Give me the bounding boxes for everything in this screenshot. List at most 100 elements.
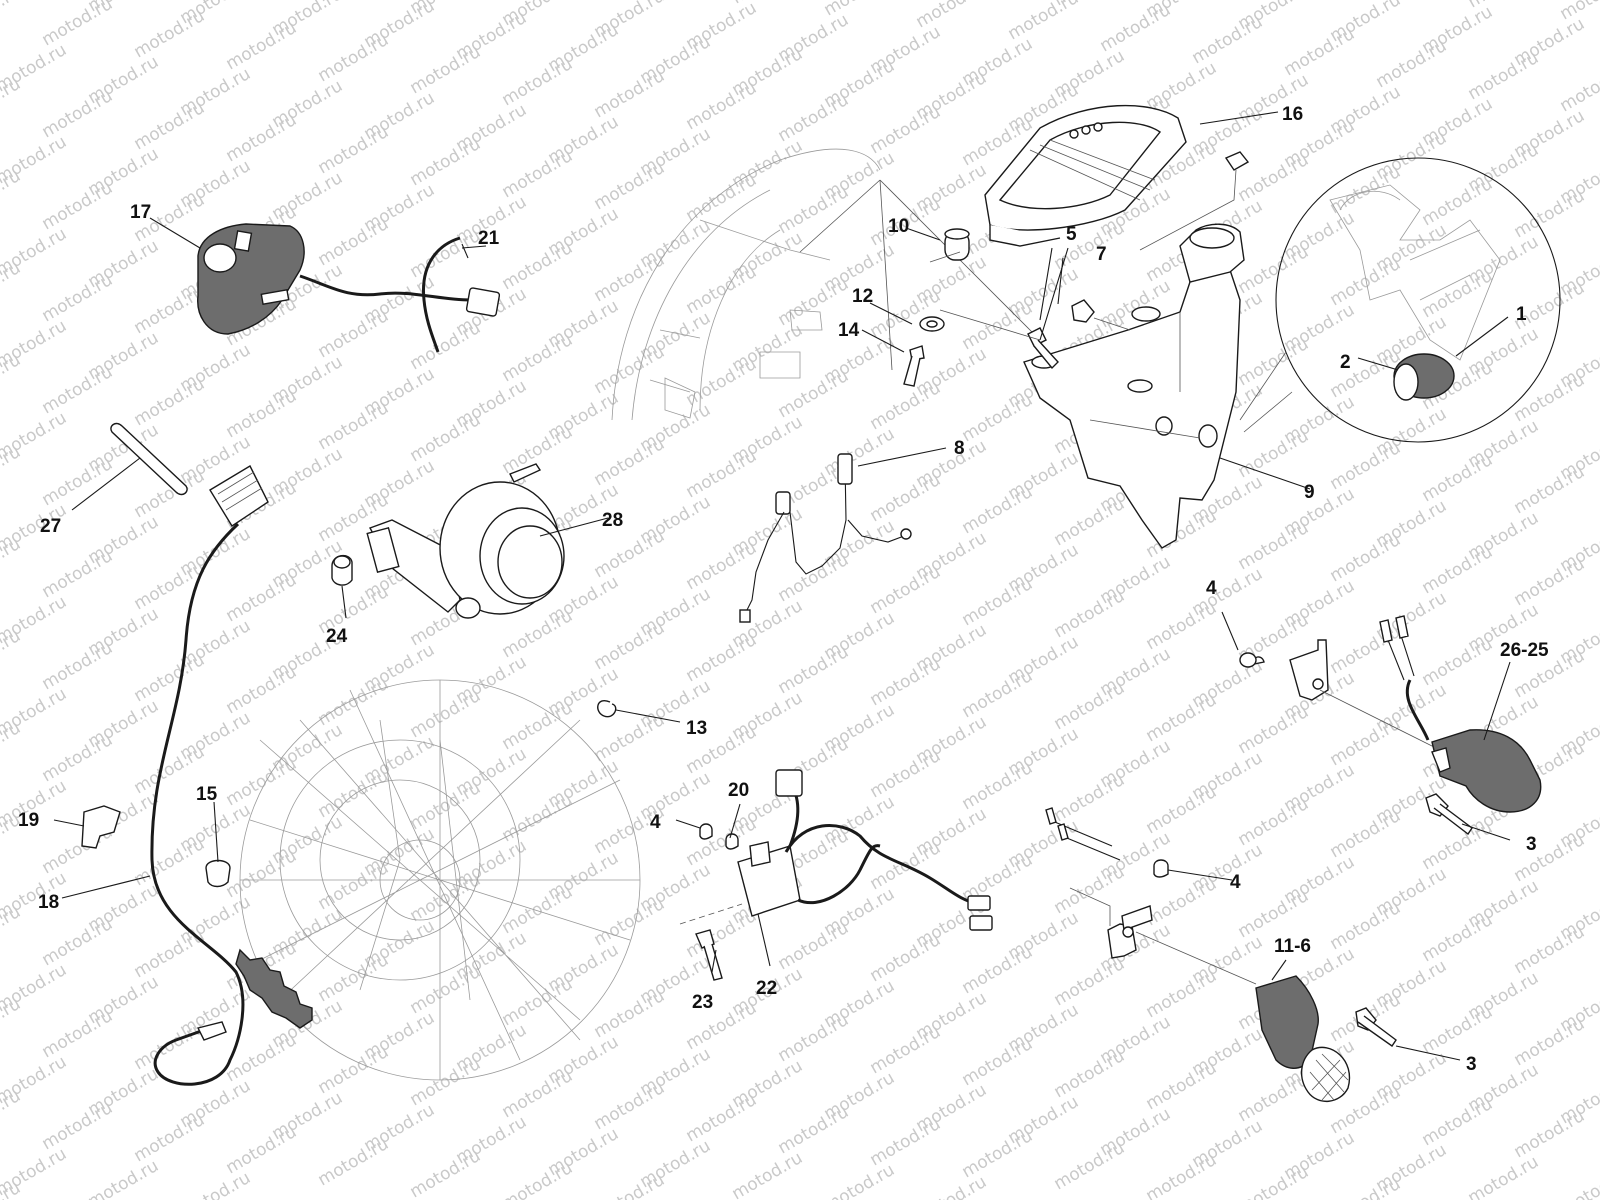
watermark-text: motod.ru (131, 1110, 209, 1166)
watermark-text: motod.ru (591, 1078, 669, 1134)
watermark-text: motod.ru (1143, 1058, 1221, 1114)
watermark-text: motod.ru (85, 1156, 163, 1200)
watermark-text: motod.ru (867, 930, 945, 986)
watermark-text: motod.ru (591, 342, 669, 398)
callout-10: 10 (888, 216, 909, 237)
watermark-text: motod.ru (683, 1090, 761, 1146)
watermark-text: motod.ru (499, 606, 577, 662)
watermark-text: motod.ru (131, 374, 209, 430)
turn-signal-upper (1239, 615, 1542, 836)
watermark-text: motod.ru (499, 238, 577, 294)
watermark-text: motod.ru (407, 42, 485, 98)
watermark-text: motod.ru (407, 686, 485, 742)
watermark-text: motod.ru (1327, 254, 1405, 310)
callout-15: 15 (196, 784, 218, 805)
watermark-text: motod.ru (1051, 494, 1129, 550)
callout-3: 3 (1526, 834, 1537, 855)
callout-28: 28 (602, 510, 623, 531)
callout-26-25: 26-25 (1500, 640, 1549, 661)
wheel-ghost-outline (235, 679, 641, 1081)
watermark-text: motod.ru (1097, 0, 1175, 56)
watermark-text: motod.ru (39, 638, 117, 694)
watermark-text: motod.ru (683, 354, 761, 410)
watermark-text: motod.ru (1327, 438, 1405, 494)
watermark-text: motod.ru (959, 942, 1037, 998)
watermark-text: motod.ru (867, 286, 945, 342)
watermark-text: motod.ru (1327, 1174, 1405, 1200)
watermark-text: motod.ru (407, 318, 485, 374)
watermark-text: motod.ru (1051, 678, 1129, 734)
watermark-text: motod.ru (913, 1172, 991, 1200)
watermark-text: motod.ru (131, 98, 209, 154)
callout-1: 1 (1516, 304, 1527, 325)
watermark-text: motod.ru (1005, 0, 1083, 44)
watermark-text: motod.ru (867, 378, 945, 434)
watermark-text: motod.ru (867, 654, 945, 710)
watermark-text: motod.ru (683, 446, 761, 502)
watermark-text: motod.ru (407, 1146, 485, 1200)
watermark-text: motod.ru (315, 30, 393, 86)
watermark-text: motod.ru (959, 1034, 1037, 1090)
watermark-text: motod.ru (775, 182, 853, 238)
watermark-text: motod.ru (131, 834, 209, 890)
watermark-text: motod.ru (1143, 598, 1221, 654)
watermark-text: motod.ru (407, 962, 485, 1018)
watermark-text: motod.ru (223, 1030, 301, 1086)
watermark-text: motod.ru (1511, 830, 1589, 886)
watermark-text: motod.ru (591, 158, 669, 214)
detail-callout-circle (1239, 157, 1561, 443)
watermark-text: motod.ru (131, 650, 209, 706)
watermark-text: motod.ru (39, 730, 117, 786)
watermark-text: motod.ru (499, 146, 577, 202)
callout-9: 9 (1304, 482, 1315, 503)
callout-22: 22 (756, 978, 777, 999)
watermark-text: motod.ru (591, 1170, 669, 1200)
watermark-text: motod.ru (959, 482, 1037, 538)
watermark-text: motod.ru (683, 262, 761, 318)
callout-7: 7 (1096, 244, 1107, 265)
watermark-text: motod.ru (683, 538, 761, 594)
watermark-text: motod.ru (683, 78, 761, 134)
watermark-text: motod.ru (39, 0, 117, 50)
speed-sensor-cable (81, 465, 269, 1086)
callout-20: 20 (728, 780, 749, 801)
watermark-text: motod.ru (499, 330, 577, 386)
watermark-text: motod.ru (1419, 174, 1497, 230)
watermark-text: motod.ru (1419, 1002, 1497, 1058)
watermark-text: motod.ru (39, 914, 117, 970)
watermark-text: motod.ru (591, 434, 669, 490)
watermark-text: motod.ru (1327, 346, 1405, 402)
watermark-text: motod.ru (591, 986, 669, 1042)
watermark-text: motod.ru (959, 1126, 1037, 1182)
callout-24: 24 (326, 626, 348, 647)
watermark-text: motod.ru (591, 250, 669, 306)
watermark-text: motod.ru (1051, 770, 1129, 826)
watermark-text: motod.ru (821, 1160, 899, 1200)
watermark-text: motod.ru (131, 1018, 209, 1074)
watermark-text: motod.ru (591, 618, 669, 674)
watermark-text: motod.ru (1373, 36, 1451, 92)
watermark-text: motod.ru (131, 282, 209, 338)
callout-4: 4 (650, 812, 661, 833)
watermark-text: motod.ru (1557, 1164, 1600, 1200)
watermark-text: motod.ru (1281, 24, 1359, 80)
watermark-text: motod.ru (1419, 450, 1497, 506)
watermark-text: motod.ru (867, 470, 945, 526)
watermark-text: motod.ru (1189, 12, 1267, 68)
watermark-text: motod.ru (1143, 782, 1221, 838)
watermark-text: motod.ru (39, 362, 117, 418)
watermark-text: motod.ru (1235, 702, 1313, 758)
watermark-text: motod.ru (1143, 874, 1221, 930)
watermark-text: motod.ru (407, 134, 485, 190)
watermark-text: motod.ru (1419, 634, 1497, 690)
circlip (597, 700, 617, 718)
watermark-text: motod.ru (407, 1054, 485, 1110)
watermark-text: motod.ru (39, 546, 117, 602)
watermark-text: motod.ru (867, 1114, 945, 1170)
watermark-text: motod.ru (775, 550, 853, 606)
watermark-text: motod.ru (1051, 1046, 1129, 1102)
watermark-text: motod.ru (1511, 554, 1589, 610)
watermark-text: motod.ru (1235, 334, 1313, 390)
watermark-text: motod.ru (1143, 690, 1221, 746)
